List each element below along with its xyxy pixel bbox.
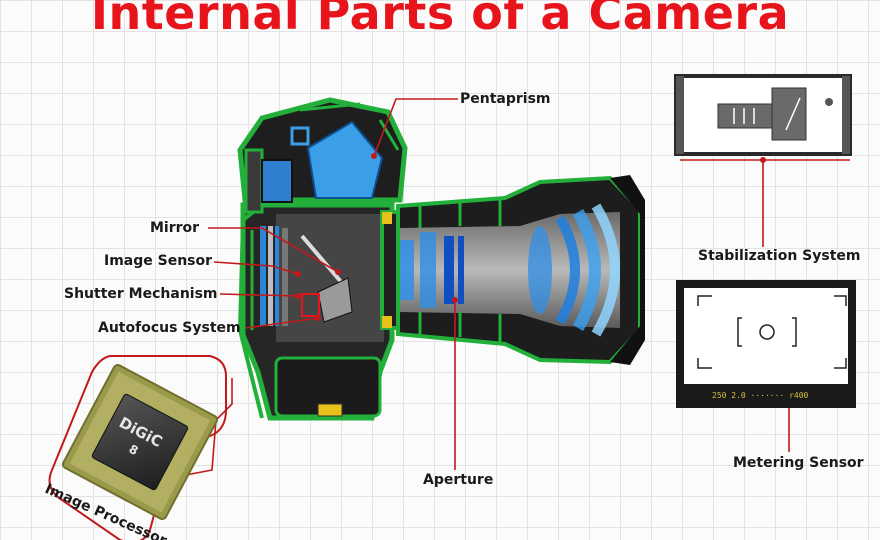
autofocus-frame xyxy=(301,293,320,317)
page-title: Internal Parts of a Camera xyxy=(90,0,790,40)
leader-lines xyxy=(159,98,850,481)
leader-dots xyxy=(295,153,792,401)
metering-inset: 250 2.0 ······· r400 xyxy=(676,280,856,408)
label-pentaprism: Pentaprism xyxy=(460,91,551,107)
mirror-shape xyxy=(300,234,350,292)
label-autofocus-system: Autofocus System xyxy=(98,320,241,336)
processor-chip: DiGiC 8 xyxy=(61,363,219,521)
label-stabilization-system: Stabilization System xyxy=(698,248,861,264)
viewfinder-readout: 250 2.0 ······· r400 xyxy=(712,391,809,400)
stabilization-inset xyxy=(674,74,852,156)
lens-barrel xyxy=(380,175,645,365)
label-aperture: Aperture xyxy=(423,472,494,488)
sub-mirror xyxy=(317,277,353,323)
label-image-sensor: Image Sensor xyxy=(104,253,213,269)
label-mirror: Mirror xyxy=(150,220,200,236)
label-shutter-mechanism: Shutter Mechanism xyxy=(64,286,218,302)
sensor-stack xyxy=(260,226,288,326)
eyepiece-square xyxy=(290,126,310,146)
label-metering-sensor: Metering Sensor xyxy=(733,455,864,471)
pentaprism-shape xyxy=(306,120,384,199)
